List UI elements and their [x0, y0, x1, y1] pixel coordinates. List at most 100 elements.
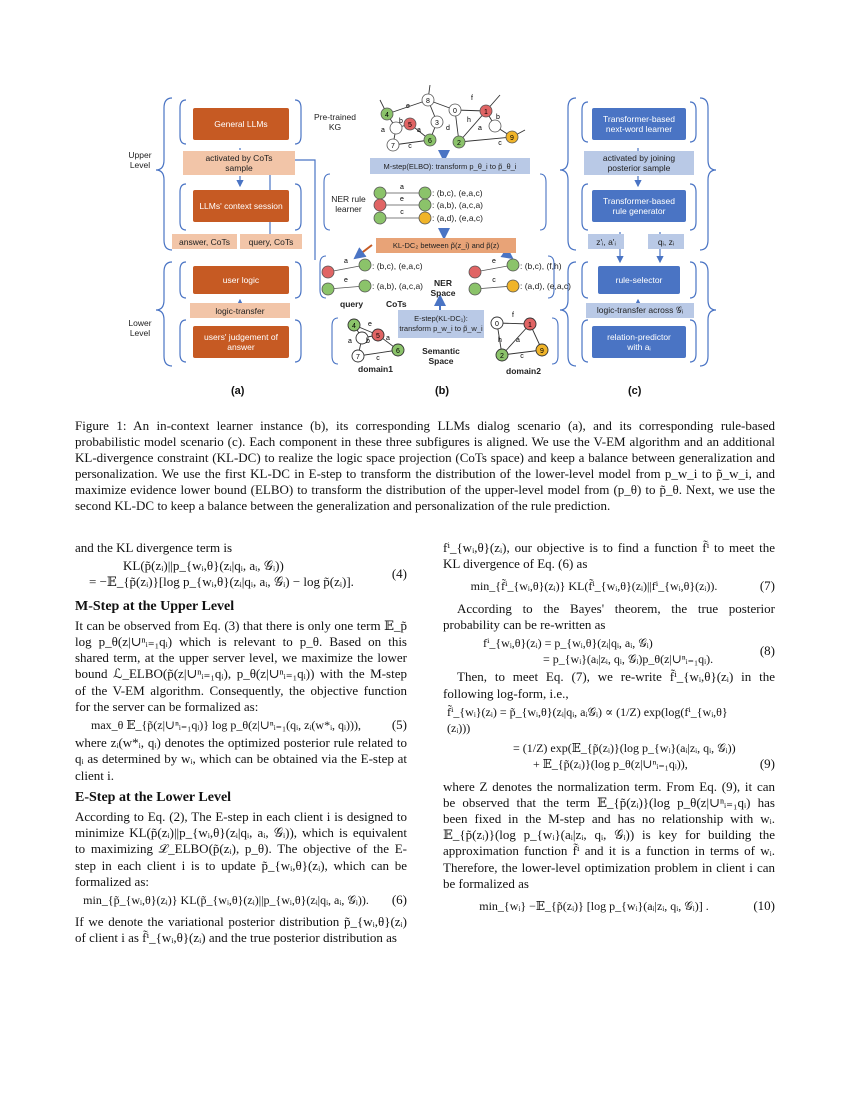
svg-text:a: a: [400, 184, 404, 191]
svg-text:1: 1: [484, 109, 488, 116]
svg-text:c: c: [400, 209, 404, 216]
equation-9: f̃ⁱ_{wᵢ}(zᵢ) = p̃_{wᵢ,θ}(zᵢ|qᵢ, aᵢ𝒢ᵢ) ∝ …: [443, 702, 775, 775]
svg-text:3: 3: [435, 120, 439, 127]
semantic-space-label: Semantic Space: [422, 346, 460, 366]
svg-text:b: b: [399, 118, 403, 125]
panel-c-brackets: [559, 97, 717, 367]
joining-posterior-box: activated by joining posterior sample: [584, 151, 694, 175]
equation-4: KL(p̃(zᵢ)||p_{wᵢ,θ}(zᵢ|qᵢ, aᵢ, 𝒢ᵢ)) = −𝔼…: [75, 556, 407, 592]
context-session-box: LLMs' context session: [193, 190, 289, 222]
right-paragraph-1: fⁱ_{wᵢ,θ}(zᵢ), our objective is to find …: [443, 540, 775, 572]
svg-text:9: 9: [540, 348, 544, 355]
svg-text:7: 7: [356, 354, 360, 361]
q-z-box: qᵢ, zᵢ: [648, 234, 684, 249]
svg-text:6: 6: [396, 348, 400, 355]
lower-level-label: Lower Level: [128, 318, 152, 338]
svg-text:a: a: [386, 335, 390, 342]
svg-text:f: f: [471, 95, 473, 102]
relation-predictor-box: relation-predictor with aᵢ: [592, 326, 686, 358]
ner-rule-learner-label: NER rule learner: [331, 194, 366, 214]
panel-a-label: (a): [231, 385, 245, 397]
svg-text:7: 7: [391, 143, 395, 150]
eq8-line1: fⁱ_{wᵢ,θ}(zᵢ) = p_{wᵢ,θ}(zᵢ|qᵢ, aᵢ, 𝒢ᵢ): [483, 636, 653, 651]
eq9-line1: f̃ⁱ_{wᵢ}(zᵢ) = p̃_{wᵢ,θ}(zᵢ|qᵢ, aᵢ𝒢ᵢ) ∝ …: [447, 704, 728, 736]
svg-text:8: 8: [426, 98, 430, 105]
cots-label: CoTs: [386, 299, 407, 309]
rule-selector-box: rule-selector: [598, 266, 680, 294]
e-step-heading: E-Step at the Lower Level: [75, 789, 232, 805]
equation-6: min_{p̃_{wᵢ,θ}(zᵢ)} KL(p̃_{wᵢ,θ}(zᵢ)||p_…: [75, 890, 407, 910]
query-label: query: [340, 299, 364, 309]
ner-rule-1: : (b,c), (e,a,c): [432, 188, 483, 198]
ner-rule-2: : (a,b), (a,c,a): [432, 200, 484, 210]
svg-text:4: 4: [385, 112, 389, 119]
eq9-line3: + 𝔼_{p̃(zᵢ)}(log p_θ(z|∪ⁿᵢ₌₁qᵢ)),: [533, 757, 688, 772]
svg-text:c: c: [376, 355, 380, 362]
z-a-box: z'ᵢ, a'ᵢ: [588, 234, 624, 249]
eq10-body: min_{wᵢ} −𝔼_{p̃(zᵢ)} [log p_{wᵢ}(aᵢ|zᵢ, …: [479, 899, 709, 914]
svg-text:0: 0: [453, 108, 457, 115]
svg-text:e: e: [406, 103, 410, 110]
svg-text:a: a: [381, 127, 385, 134]
eq8-number: (8): [759, 643, 775, 659]
equation-10: min_{wᵢ} −𝔼_{p̃(zᵢ)} [log p_{wᵢ}(aᵢ|zᵢ, …: [443, 892, 775, 920]
kl-dc2-box: KL-DC₂ between p̃(z_i) and p̃(z): [376, 238, 516, 253]
svg-text:5: 5: [408, 122, 412, 129]
svg-text:c: c: [520, 353, 524, 360]
equation-5: max_θ 𝔼_{p̃(z|∪ⁿᵢ₌₁qᵢ)} log p_θ(z|∪ⁿᵢ₌₁(…: [75, 715, 407, 735]
query-rule-1: : (b,c), (e,a,c): [372, 261, 423, 271]
upper-level-label: Upper Level: [128, 150, 152, 170]
equation-7: min_{f̃ⁱ_{wᵢ,θ}(zᵢ)} KL(f̃ⁱ_{wᵢ,θ}(zᵢ)||…: [443, 572, 775, 600]
svg-text:4: 4: [352, 323, 356, 330]
svg-text:b: b: [366, 338, 370, 345]
svg-text:a: a: [344, 258, 348, 265]
svg-text:c: c: [498, 140, 502, 147]
eq9-number: (9): [759, 756, 775, 772]
general-llms-box: General LLMs: [193, 108, 289, 140]
svg-text:2: 2: [500, 353, 504, 360]
svg-text:a: a: [478, 125, 482, 132]
m-step-box: M-step(ELBO): transform p_θ_i to p̃_θ_i: [370, 158, 530, 174]
query-cots-box: query, CoTs: [240, 234, 302, 249]
right-rule-2: : (a,d), (e,a,c): [520, 281, 572, 291]
e-step-paragraph: According to Eq. (2), The E-step in each…: [75, 809, 407, 889]
query-rule-2: : (a,b), (a,c,a): [372, 281, 424, 291]
svg-text:6: 6: [428, 138, 432, 145]
right-paragraph-4: where Z denotes the normalization term. …: [443, 778, 775, 891]
svg-text:e: e: [400, 196, 404, 203]
ner-rule-rows: [373, 186, 432, 225]
svg-text:0: 0: [495, 321, 499, 328]
e-step-box: E-step(KL-DC₁): transform p_w_i to p̃_w_…: [398, 310, 484, 338]
svg-text:c: c: [408, 143, 412, 150]
svg-text:9: 9: [510, 135, 514, 142]
right-paragraph-2: According to the Bayes' theorem, the tru…: [443, 600, 775, 632]
panel-c-label: (c): [628, 385, 642, 397]
ner-rule-3: : (a,d), (e,a,c): [432, 213, 484, 223]
svg-text:5: 5: [376, 333, 380, 340]
eq10-number: (10): [753, 898, 775, 914]
svg-text:b: b: [496, 114, 500, 121]
logic-transfer-across-box: logic-transfer across 𝒢ᵢ: [586, 303, 694, 318]
domain2-graph: [490, 316, 549, 362]
domain2-label: domain2: [506, 366, 541, 376]
eq4-line1: KL(p̃(zᵢ)||p_{wᵢ,θ}(zᵢ|qᵢ, aᵢ, 𝒢ᵢ)): [123, 558, 284, 574]
svg-text:h: h: [467, 117, 471, 124]
right-paragraph-3: Then, to meet Eq. (7), we re-write f̃ⁱ_{…: [443, 669, 775, 701]
next-word-learner-box: Transformer-based next-word learner: [592, 108, 686, 140]
pretrained-kg-label: Pre-trained KG: [313, 112, 357, 132]
eq6-number: (6): [391, 892, 407, 908]
right-column: fⁱ_{wᵢ,θ}(zᵢ), our objective is to find …: [443, 540, 775, 920]
eq5-number: (5): [391, 717, 407, 733]
m-step-paragraph: It can be observed from Eq. (3) that the…: [75, 617, 407, 714]
eq5-body: max_θ 𝔼_{p̃(z|∪ⁿᵢ₌₁qᵢ)} log p_θ(z|∪ⁿᵢ₌₁(…: [90, 718, 362, 733]
logic-transfer-box: logic-transfer: [190, 303, 290, 318]
panel-b-label: (b): [435, 385, 450, 397]
m-step-where-paragraph: where zᵢ(w*ᵢ, qᵢ) denotes the optimized …: [75, 735, 407, 783]
svg-text:e: e: [492, 258, 496, 265]
users-judgement-box: users' judgement of answer: [193, 326, 289, 358]
left-column: and the KL divergence term is KL(p̃(zᵢ)|…: [75, 540, 407, 947]
svg-text:2: 2: [457, 140, 461, 147]
kg-nodes: [380, 93, 519, 152]
svg-text:1: 1: [528, 322, 532, 329]
panel-a-brackets: [155, 97, 302, 367]
